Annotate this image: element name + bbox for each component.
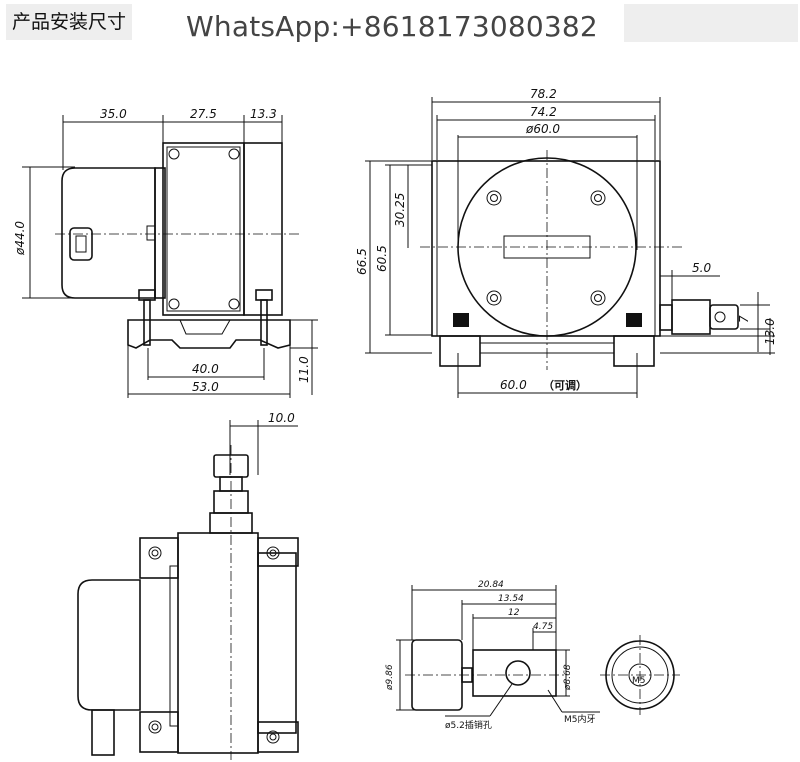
dim-13-54: 13.54 <box>498 594 524 604</box>
dim-35: 35.0 <box>100 107 127 121</box>
end-view-label: M5 <box>632 676 646 686</box>
dim-11: 11.0 <box>297 356 311 383</box>
page-title: 产品安装尺寸 <box>6 4 133 40</box>
top-view: 10.0 <box>77 411 299 760</box>
dim-20-84: 20.84 <box>478 580 504 590</box>
pin-hole-label: ø5.2插销孔 <box>445 719 492 731</box>
dim-dia-9-86: ø9.86 <box>385 664 395 691</box>
thread-label: M5内牙 <box>564 713 596 725</box>
dim-66-5: 66.5 <box>355 248 369 275</box>
dim-60-5: 60.5 <box>375 245 389 272</box>
dim-30-25: 30.25 <box>393 193 407 227</box>
dim-13: 13.0 <box>763 318 777 345</box>
adjustable-note: （可调） <box>543 378 587 392</box>
dim-40: 40.0 <box>192 362 219 376</box>
dim-dia-60: ø60.0 <box>525 122 560 136</box>
dim-60-adjustable: 60.0 <box>500 378 527 392</box>
dim-4-75: 4.75 <box>533 622 553 632</box>
connector-detail: 20.84 13.54 12 4.75 ø9.86 ø8.68 ø5.2插销孔 … <box>385 580 680 731</box>
contact-phone: WhatsApp:+8618173080382 <box>186 10 598 43</box>
front-view: 78.2 74.2 ø60.0 66.5 60.5 30.25 <box>355 87 777 398</box>
header: 产品安装尺寸 WhatsApp:+8618173080382 <box>0 0 800 50</box>
header-bar <box>624 4 798 42</box>
dim-12: 12 <box>508 608 520 618</box>
dim-5: 5.0 <box>692 261 711 275</box>
dim-27-5: 27.5 <box>190 107 217 121</box>
side-view: 35.0 27.5 13.3 ø44.0 <box>13 107 318 398</box>
dim-10: 10.0 <box>268 411 295 425</box>
dim-dia-44: ø44.0 <box>13 221 27 256</box>
dim-7: 7 <box>737 315 751 323</box>
dim-13-3: 13.3 <box>250 107 277 121</box>
dim-53: 53.0 <box>192 380 219 394</box>
dim-74-2: 74.2 <box>530 105 557 119</box>
dim-78-2: 78.2 <box>530 87 557 101</box>
dim-dia-8-68: ø8.68 <box>563 664 573 691</box>
